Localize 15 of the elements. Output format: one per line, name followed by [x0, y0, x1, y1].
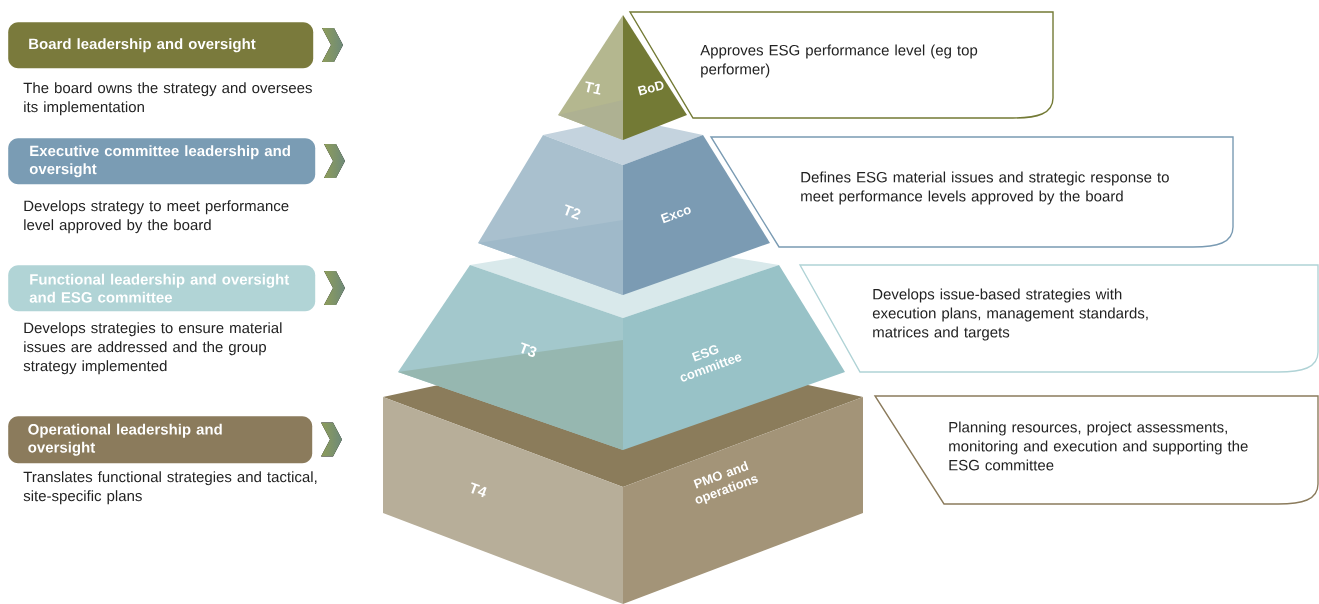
description-text: Develops strategy to meet performance level approved by the board: [24, 200, 289, 234]
header-box: Executive committee leadership and oversight: [8, 138, 316, 185]
callout-box: Planning resources, project assessments, monitoring and execution and supporting the ESG committee: [874, 395, 1319, 505]
header-box: Functional leadership and oversight and ESG committee: [8, 265, 316, 312]
header-box: Operational leadership and oversight: [8, 416, 313, 464]
description-text: Translates functional strategies and tactical, site-specific plans: [23, 471, 317, 505]
node-label: BoD: [637, 81, 664, 96]
node-label: T2: [565, 204, 581, 220]
pyramid-tier: T1 BoD: [558, 15, 687, 140]
header-box: Board leadership and oversight: [8, 22, 314, 69]
pyramid-tier: T2 Exco: [478, 118, 770, 295]
description-text: Develops strategies to ensure material issues are addressed and the group strategy implemented: [23, 322, 282, 375]
description-text: The board owns the strategy and oversees its implementation: [23, 82, 312, 116]
callout-box: Defines ESG material issues and strategic response to meet performance levels approved by the board: [710, 136, 1234, 248]
callout-box: Develops issue-based strategies with execution plans, management standards, matrices and targets: [799, 264, 1319, 373]
